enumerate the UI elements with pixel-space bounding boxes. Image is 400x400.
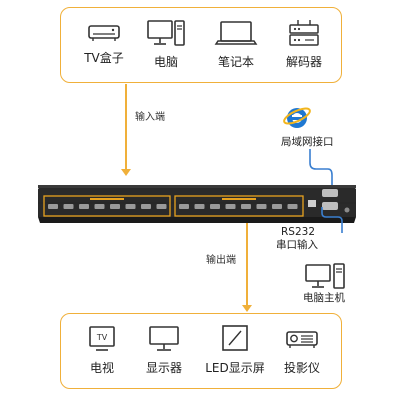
output-port [256,204,267,209]
tv-badge: TV [96,333,108,342]
output-ports [179,204,298,209]
lan-port [308,200,316,207]
input-device-decoder: 解码器 [269,18,339,70]
input-device-label: 笔记本 [217,55,254,69]
laptop-icon [214,21,258,45]
input-port [110,204,120,209]
input-port [48,204,58,209]
output-device-led-screen: LED显示屏 [200,324,270,376]
input-port-group [43,195,171,217]
input-device-label: 电脑 [153,55,178,69]
output-device-tv: TV 电视 [67,324,137,376]
output-device-label: 电视 [89,361,114,375]
output-device-monitor: 显示器 [129,324,199,376]
network-port-label: 局域网接口 [281,136,334,148]
output-port [225,204,236,209]
rs232-cable [321,207,343,233]
serial-input-label: 串口输入 [276,239,318,251]
output-port [272,204,282,209]
output-arrow-head [242,305,252,312]
input-device-laptop: 笔记本 [201,18,271,70]
input-device-computer: 电脑 [131,18,201,70]
output-device-projector: 投影仪 [267,324,337,376]
rs232-port-lower [322,202,338,210]
input-device-label: TV盒子 [84,51,124,65]
output-device-label: 投影仪 [283,361,320,375]
input-port [125,204,136,209]
output-arrow-line [246,223,248,306]
matrix-switcher-device [38,185,356,223]
tv-box-icon [88,25,120,41]
input-port [79,204,89,209]
rs232-port-upper [322,189,338,197]
output-device-label: LED显示屏 [205,361,265,375]
input-port [156,204,167,209]
ie-browser-icon [283,107,311,128]
output-port [241,204,251,209]
input-ports [48,204,167,209]
input-arrow-line [125,84,127,170]
tv-icon: TV [89,326,115,351]
projector-icon [286,331,318,348]
input-device-tv-box: TV盒子 [69,18,139,66]
output-port [287,204,298,209]
input-label: 输入端 [135,112,165,123]
output-label: 输出端 [206,255,236,266]
output-port [210,204,220,209]
desktop-host-icon [305,263,345,289]
computer-icon [147,20,185,46]
input-port [63,204,74,209]
input-port [94,204,105,209]
output-device-label: 显示器 [145,361,182,375]
input-arrow-head [121,169,131,176]
decoder-icon [289,20,319,46]
input-device-label: 解码器 [285,55,322,69]
led-screen-icon [222,325,248,351]
host-computer-label: 电脑主机 [303,292,345,304]
input-port [141,204,151,209]
output-devices-panel: TV 电视 显示器 LED显示屏 投影仪 [60,313,342,389]
rs232-label: RS232 [281,226,316,238]
output-port [194,204,205,209]
output-port [179,204,189,209]
input-devices-panel: TV盒子 电脑 笔记本 解码器 [60,7,342,83]
output-port-group [174,195,304,217]
monitor-icon [149,326,179,351]
